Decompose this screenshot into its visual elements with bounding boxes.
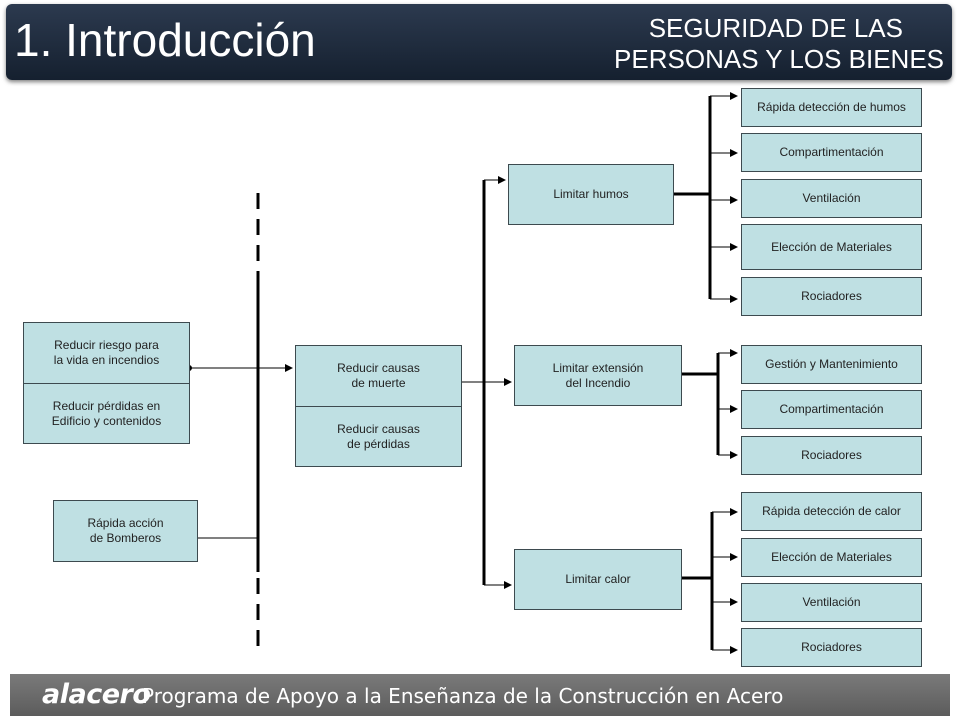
measure-calor-deteccion: Rápida detección de calor <box>741 492 922 531</box>
measure-humos-deteccion: Rápida detección de humos <box>741 88 922 127</box>
cause-muerte: Reducir causas de muerte <box>295 345 462 407</box>
goal-reducir-perdidas: Reducir pérdidas en Edificio y contenido… <box>23 383 190 444</box>
goal-reducir-riesgo-vida: Reducir riesgo para la vida en incendios <box>23 322 190 384</box>
measure-extension-gestion: Gestión y Mantenimiento <box>741 345 922 384</box>
measure-calor-materiales: Elección de Materiales <box>741 538 922 577</box>
subtitle-line-2: PERSONAS Y LOS BIENES <box>614 44 944 74</box>
subtitle-line-1: SEGURIDAD DE LAS <box>648 13 903 43</box>
measure-extension-compartimentacion: Compartimentación <box>741 390 922 429</box>
limit-calor: Limitar calor <box>514 549 682 610</box>
program-name: Programa de Apoyo a la Enseñanza de la C… <box>142 684 784 708</box>
measure-humos-rociadores: Rociadores <box>741 277 922 316</box>
page-title: 1. Introducción <box>14 14 316 66</box>
measure-humos-materiales: Elección de Materiales <box>741 224 922 270</box>
measure-humos-compartimentacion: Compartimentación <box>741 133 922 172</box>
alacero-logo: alacero <box>42 679 151 710</box>
goal-rapida-accion-bomberos: Rápida acción de Bomberos <box>53 500 198 562</box>
footer-banner: alacero Programa de Apoyo a la Enseñanza… <box>10 674 950 716</box>
measure-humos-ventilacion: Ventilación <box>741 179 922 218</box>
page-subtitle: SEGURIDAD DE LAS PERSONAS Y LOS BIENES <box>584 13 944 75</box>
measure-calor-ventilacion: Ventilación <box>741 583 922 622</box>
measure-calor-rociadores: Rociadores <box>741 628 922 667</box>
cause-perdidas: Reducir causas de pérdidas <box>295 406 462 467</box>
measure-extension-rociadores: Rociadores <box>741 436 922 475</box>
limit-humos: Limitar humos <box>508 164 674 225</box>
limit-extension: Limitar extensión del Incendio <box>514 345 682 406</box>
title-bar: 1. Introducción SEGURIDAD DE LAS PERSONA… <box>6 4 952 80</box>
